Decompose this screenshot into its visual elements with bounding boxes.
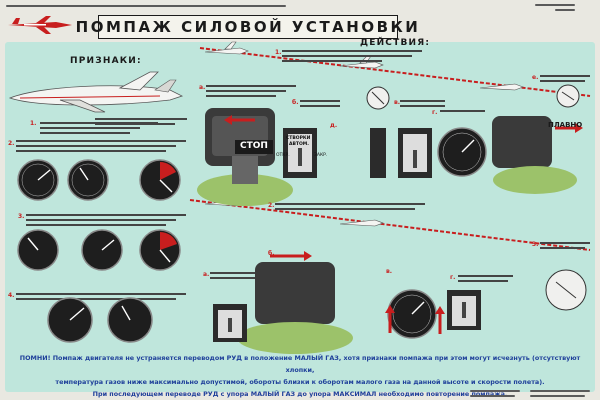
flap-switch-panel-bottom xyxy=(213,290,481,342)
header-code xyxy=(555,9,575,11)
action2-substep-g: г. xyxy=(450,274,456,281)
aircraft-logo-icon xyxy=(8,16,72,34)
action-substep-b: б. xyxy=(292,99,299,106)
sign-step-2: 2. xyxy=(8,140,15,147)
detail-circle-right xyxy=(556,84,580,108)
page-title: ПОМПАЖ СИЛОВОЙ УСТАНОВКИ xyxy=(75,18,421,36)
detail-circle-top xyxy=(366,86,390,110)
arrow-path-bottom xyxy=(189,199,591,251)
title-box: ПОМПАЖ СИЛОВОЙ УСТАНОВКИ xyxy=(76,15,418,39)
action-captions xyxy=(206,50,590,282)
gauge-rpm-row1 xyxy=(17,159,181,201)
flap-up-arrow-head xyxy=(435,306,445,314)
throttle-hand-right xyxy=(492,116,577,194)
action-step-3: 3. xyxy=(532,241,539,248)
flaps-title-label: СТВОРКИ xyxy=(286,136,311,141)
gauge-row2 xyxy=(17,229,181,271)
gauge-row3 xyxy=(47,297,153,343)
warning-line-1: ПОМНИ! Помпаж двигателя не устраняется п… xyxy=(19,354,581,374)
detail-circle-bottom xyxy=(545,269,587,311)
action-substep-v: в. xyxy=(394,99,401,106)
throttle-hand-bottom xyxy=(237,262,353,354)
aircraft-side-view xyxy=(8,71,184,113)
stop-box xyxy=(235,140,273,154)
header-code xyxy=(535,4,575,6)
warning-line-3: При последующем переводе РУД с упора МАЛ… xyxy=(92,390,508,398)
flaps-mode-label: АВТОМ. xyxy=(289,142,309,147)
signs-header: ПРИЗНАКИ: xyxy=(70,56,142,66)
action-step-1: 1. xyxy=(275,49,282,56)
flaps-open-label: ОТКР. xyxy=(276,153,290,158)
warning-line-2: температура газов ниже максимально допус… xyxy=(55,378,545,386)
arrow-path-top xyxy=(199,47,591,97)
actions-header: ДЕЙСТВИЯ: xyxy=(360,38,431,48)
action-substep-e: е. xyxy=(532,74,539,81)
rpm-gauge-bottom xyxy=(387,289,437,339)
action-step-2: 2. xyxy=(268,202,275,209)
sign-step-3: 3. xyxy=(18,213,25,220)
action-substep-g: г. xyxy=(432,109,438,116)
stop-label: СТОП xyxy=(240,141,268,151)
smooth-arrow-head xyxy=(575,123,583,133)
sign-step-4: 4. xyxy=(8,292,15,299)
throttle-arrow-bottom-head xyxy=(304,251,312,261)
smooth-label: ПЛАВНО xyxy=(548,121,583,129)
action2-substep-v: в. xyxy=(386,268,393,275)
action2-substep-b: б. xyxy=(268,250,275,257)
rpm-up-arrow-head xyxy=(385,305,395,313)
throttle-arrow-head xyxy=(224,115,232,125)
header-text-line xyxy=(6,5,286,7)
warning-text: ПОМНИ! Помпаж двигателя не устраняется п… xyxy=(10,352,590,398)
sign-step-1: 1. xyxy=(30,120,37,127)
action2-substep-a: а. xyxy=(203,271,210,278)
action-substep-a: а. xyxy=(199,84,206,91)
flaps-close-label: ЗАКР. xyxy=(314,153,328,158)
rpm-gauge-action xyxy=(437,127,487,177)
flap-switch-panel-top xyxy=(283,128,432,178)
action-substep-d: д. xyxy=(330,122,338,129)
sign-captions xyxy=(16,118,187,300)
